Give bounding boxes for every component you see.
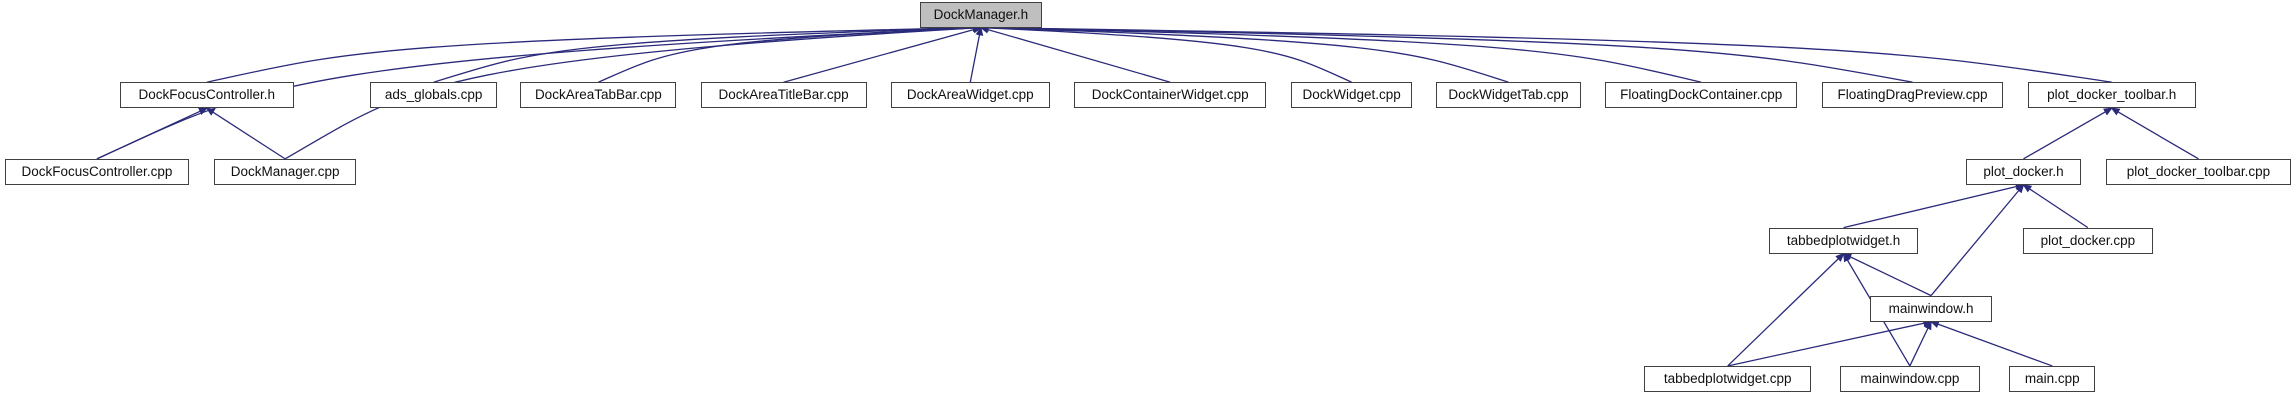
graph-edge: [598, 24, 983, 83]
graph-edge: [1930, 183, 2025, 297]
graph-edge: [205, 107, 286, 160]
graph-node-dockfocuscontroller-cpp[interactable]: DockFocusController.cpp: [4, 158, 190, 185]
graph-node-dockareatitlebar-cpp[interactable]: DockAreaTitleBar.cpp: [700, 82, 867, 109]
graph-edge: [979, 23, 1702, 83]
graph-node-main-cpp[interactable]: main.cpp: [2009, 365, 2096, 392]
graph-edge: [96, 107, 208, 160]
graph-node-ads-globals-cpp[interactable]: ads_globals.cpp: [370, 82, 497, 109]
graph-edge: [979, 23, 1509, 83]
graph-node-dockfocuscontroller-h[interactable]: DockFocusController.h: [119, 82, 294, 109]
graph-edge: [1727, 319, 1933, 367]
graph-node-dockwidget-cpp[interactable]: DockWidget.cpp: [1291, 82, 1412, 109]
graph-node-tabbedplotwidget-cpp[interactable]: tabbedplotwidget.cpp: [1644, 365, 1812, 392]
graph-edge: [433, 23, 983, 83]
graph-edge: [2022, 184, 2089, 229]
graph-node-plot-docker-toolbar-cpp[interactable]: plot_docker_toolbar.cpp: [2105, 158, 2292, 185]
graph-edge: [206, 23, 983, 83]
graph-node-mainwindow-h[interactable]: mainwindow.h: [1870, 295, 1993, 322]
graph-edge: [783, 25, 983, 83]
graph-node-plot-docker-h[interactable]: plot_docker.h: [1965, 158, 2082, 185]
graph-edge: [1727, 252, 1845, 367]
graph-edge: [979, 24, 1352, 83]
graph-node-plot-docker-toolbar-h[interactable]: plot_docker_toolbar.h: [2027, 82, 2196, 109]
graph-node-dockmanager-cpp[interactable]: DockManager.cpp: [214, 158, 356, 185]
graph-node-dockareatabbar-cpp[interactable]: DockAreaTabBar.cpp: [520, 82, 677, 109]
graph-edge: [2023, 107, 2113, 160]
graph-edge: [2110, 107, 2199, 160]
graph-edge: [979, 25, 1171, 83]
graph-edge: [1843, 182, 2025, 229]
graph-node-floatingdragpreview-cpp[interactable]: FloatingDragPreview.cpp: [1821, 82, 2004, 109]
graph-node-tabbedplotwidget-h[interactable]: tabbedplotwidget.h: [1769, 227, 1918, 254]
graph-node-floatingdockcontainer-cpp[interactable]: FloatingDockContainer.cpp: [1605, 82, 1798, 109]
graph-node-dockcontainerwidget-cpp[interactable]: DockContainerWidget.cpp: [1074, 82, 1267, 109]
graph-edge: [1909, 320, 1932, 367]
graph-node-dockareawidget-cpp[interactable]: DockAreaWidget.cpp: [890, 82, 1050, 109]
graph-node-dockwidgettab-cpp[interactable]: DockWidgetTab.cpp: [1436, 82, 1581, 109]
graph-edge: [979, 23, 2112, 83]
graph-edge: [1842, 253, 1932, 297]
graph-node-mainwindow-cpp[interactable]: mainwindow.cpp: [1839, 365, 1980, 392]
graph-node-dockmanager-h[interactable]: DockManager.h: [919, 1, 1043, 28]
graph-edge: [1929, 320, 2053, 367]
graph-node-plot-docker-cpp[interactable]: plot_docker.cpp: [2023, 227, 2153, 254]
graph-edge: [969, 26, 984, 83]
graph-edge: [979, 23, 1913, 83]
